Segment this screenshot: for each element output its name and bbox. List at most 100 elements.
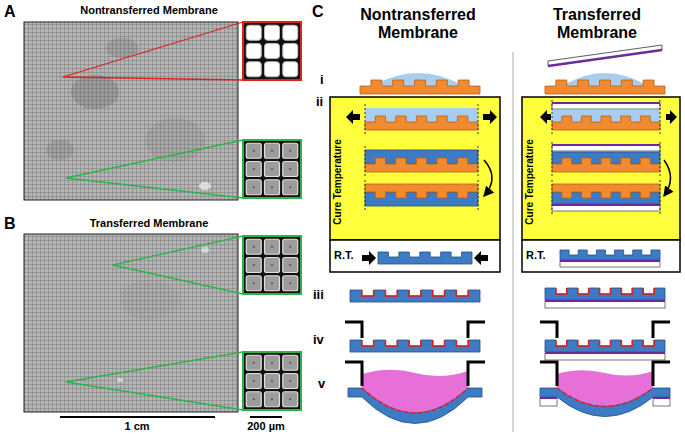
column-heading: Transferred Membrane (532, 6, 662, 42)
well-dot (253, 186, 255, 188)
inset-frame (243, 22, 301, 80)
column-divider (513, 52, 514, 432)
well-dot (271, 282, 273, 284)
panel-letter: C (312, 2, 334, 21)
open-well (283, 44, 298, 59)
stretched-membrane (540, 388, 670, 417)
edge-marker (478, 104, 479, 134)
panel-title: Transferred Membrane (24, 217, 274, 230)
inset-frame (243, 236, 301, 294)
glass-carrier (552, 103, 660, 109)
label-slot: i (320, 72, 336, 88)
membrane (560, 250, 660, 260)
bond-layer (552, 102, 660, 104)
micrograph-shade (71, 75, 119, 109)
closed-well (246, 162, 261, 177)
edge-marker (552, 100, 553, 134)
well-dot (289, 264, 291, 266)
label-slot: 200 µm (236, 420, 296, 433)
closed-well (246, 258, 261, 273)
micrograph-shade (145, 118, 205, 162)
micrograph-shade (201, 247, 209, 253)
inset-frame (243, 352, 301, 410)
label-slot: 1 cm (107, 420, 167, 433)
well-insert (540, 322, 670, 338)
closed-well (265, 392, 280, 407)
membrane (545, 288, 665, 300)
well-dot (253, 150, 255, 152)
closed-well (265, 162, 280, 177)
well-dot (253, 398, 255, 400)
edge-marker (365, 104, 366, 134)
panel-title: Nontransferred Membrane (24, 4, 274, 17)
zoom-line (113, 236, 243, 294)
temperature-label: R.T. (526, 249, 546, 262)
label-slot: v (318, 376, 334, 392)
closed-well (246, 180, 261, 195)
well-dot (253, 362, 255, 364)
well-dot (289, 398, 291, 400)
step-number: v (318, 376, 334, 392)
micrograph-shade (117, 378, 123, 382)
closed-well (283, 162, 298, 177)
zoom-line (66, 352, 243, 410)
label-slot: A (4, 2, 26, 21)
closed-well (283, 355, 298, 370)
panel-letter: A (4, 2, 26, 21)
well-dot (289, 186, 291, 188)
well-dot (271, 264, 273, 266)
closed-well (246, 239, 261, 254)
cure-temperature-panel: Cure Temperature (522, 97, 680, 240)
glass-carrier (545, 301, 665, 308)
panel-letter: B (4, 214, 26, 233)
room-temp-panel (522, 240, 680, 272)
column-heading: Nontransferred Membrane (343, 6, 493, 42)
step-number: ii (316, 94, 332, 110)
micrograph-shade (199, 182, 211, 190)
cure-panel (522, 97, 680, 240)
strain-arrow (474, 251, 488, 265)
well-insert (540, 362, 670, 386)
mold (552, 184, 660, 198)
cell-lining (362, 340, 468, 346)
well-insert (345, 362, 485, 386)
label-slot: Nontransferred Membrane (343, 6, 493, 42)
zoom-line (63, 22, 243, 80)
scale-bar (250, 416, 282, 418)
mold (552, 116, 660, 130)
membrane (545, 340, 665, 352)
mold (552, 158, 660, 172)
cure-panel (330, 97, 500, 240)
edge-marker (552, 142, 553, 176)
well-dot (289, 246, 291, 248)
inset-frame (243, 140, 301, 198)
label-slot: iv (313, 332, 331, 348)
bond-layer (545, 300, 665, 302)
closed-well (246, 374, 261, 389)
membrane (350, 340, 480, 352)
closed-well (265, 239, 280, 254)
micrograph-shade (120, 280, 180, 320)
closed-well (246, 276, 261, 291)
edge-marker (478, 180, 479, 210)
cure-temperature-panel: Cure Temperature (330, 97, 500, 240)
well-dot (253, 264, 255, 266)
closed-well (283, 276, 298, 291)
flip-arrow (664, 160, 671, 196)
glass-carrier (540, 398, 557, 406)
bond-layer (552, 144, 660, 146)
edge-marker (478, 146, 479, 176)
mold (365, 184, 478, 198)
open-well (283, 25, 298, 40)
well-dot (271, 150, 273, 152)
scale-label: 1 cm (107, 420, 167, 433)
scale-bar (60, 416, 215, 418)
micrograph-shade (46, 140, 74, 160)
temperature-label: Cure Temperature (332, 139, 344, 224)
micrograph-panel: Transferred Membrane (24, 217, 274, 412)
glass-slide (548, 45, 662, 66)
label-slot: Transferred Membrane (532, 6, 662, 42)
closed-well (283, 374, 298, 389)
